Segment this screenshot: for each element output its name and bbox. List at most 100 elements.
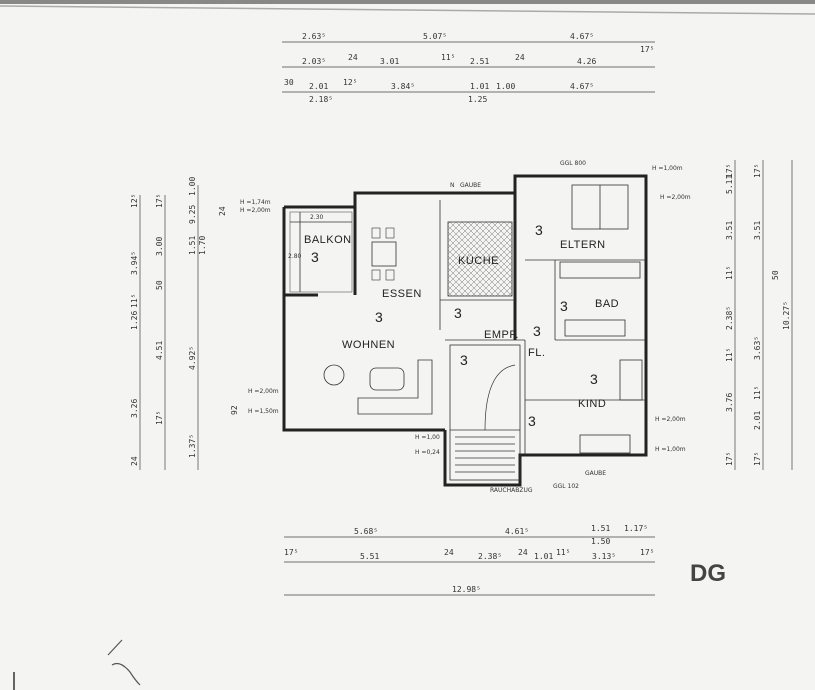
svg-text:H =2,00m: H =2,00m bbox=[660, 194, 691, 201]
svg-text:4.67⁵: 4.67⁵ bbox=[570, 82, 594, 91]
scan-edge bbox=[0, 0, 815, 4]
svg-text:3.26: 3.26 bbox=[130, 399, 139, 418]
svg-text:17⁵: 17⁵ bbox=[725, 452, 734, 466]
svg-text:3: 3 bbox=[375, 309, 383, 325]
svg-text:9.25: 9.25 bbox=[188, 205, 197, 224]
svg-text:3: 3 bbox=[560, 298, 568, 314]
svg-text:H =1,50m: H =1,50m bbox=[248, 408, 279, 415]
svg-text:1.01: 1.01 bbox=[534, 552, 553, 561]
svg-text:1.01: 1.01 bbox=[470, 82, 489, 91]
svg-text:12.98⁵: 12.98⁵ bbox=[452, 585, 481, 594]
svg-text:3.94⁵: 3.94⁵ bbox=[130, 251, 139, 275]
svg-text:12⁵: 12⁵ bbox=[343, 78, 357, 87]
room-label-essen: ESSEN bbox=[382, 288, 422, 300]
svg-text:17⁵: 17⁵ bbox=[155, 411, 164, 425]
svg-text:RAUCHABZUG: RAUCHABZUG bbox=[490, 487, 533, 494]
svg-text:50: 50 bbox=[155, 280, 164, 290]
svg-text:1.50: 1.50 bbox=[591, 537, 610, 546]
svg-text:3: 3 bbox=[311, 249, 319, 265]
svg-text:5.07⁵: 5.07⁵ bbox=[423, 32, 447, 41]
svg-text:3.63⁵: 3.63⁵ bbox=[753, 336, 762, 360]
svg-text:3: 3 bbox=[528, 413, 536, 429]
svg-text:H =1,00m: H =1,00m bbox=[652, 165, 683, 172]
sofa-icon bbox=[323, 359, 433, 415]
svg-text:11⁵: 11⁵ bbox=[130, 294, 139, 308]
svg-text:3: 3 bbox=[590, 371, 598, 387]
svg-text:4.51: 4.51 bbox=[155, 341, 164, 360]
svg-text:3: 3 bbox=[460, 352, 468, 368]
dining-table-icon bbox=[371, 227, 397, 281]
room-label-balkon: BALKON bbox=[304, 234, 352, 246]
svg-text:92: 92 bbox=[230, 405, 239, 415]
svg-text:2.18⁵: 2.18⁵ bbox=[309, 95, 333, 104]
svg-text:2.01: 2.01 bbox=[753, 411, 762, 430]
bathtub-icon bbox=[559, 261, 641, 337]
svg-text:11⁵: 11⁵ bbox=[753, 386, 762, 400]
svg-text:2.03⁵: 2.03⁵ bbox=[302, 57, 326, 66]
svg-text:1.00: 1.00 bbox=[188, 177, 197, 196]
svg-text:4.61⁵: 4.61⁵ bbox=[505, 527, 529, 536]
svg-text:24: 24 bbox=[348, 53, 358, 62]
svg-text:24: 24 bbox=[515, 53, 525, 62]
plan-notes: H =1,74m H =2,00m 2.30 2.80 GAUBE N GGL … bbox=[240, 160, 691, 494]
staircase-icon bbox=[449, 344, 521, 481]
svg-text:N: N bbox=[450, 182, 455, 189]
room-label-kueche: KÜCHE bbox=[458, 255, 499, 267]
svg-text:2.38⁵: 2.38⁵ bbox=[725, 306, 734, 330]
right-dimensions: 17⁵ 5.11 3.51 11⁵ 2.38⁵ 11⁵ 3.76 17⁵ 17⁵… bbox=[725, 160, 793, 470]
kind-furniture-icon bbox=[579, 359, 643, 454]
floor-label-dg: DG bbox=[690, 560, 726, 587]
svg-text:4.92⁵: 4.92⁵ bbox=[188, 346, 197, 370]
room-numbers: 3 3 3 3 3 3 3 3 3 bbox=[311, 222, 598, 429]
svg-text:24: 24 bbox=[218, 206, 227, 216]
svg-text:2.01: 2.01 bbox=[309, 82, 328, 91]
room-label-fl: FL. bbox=[528, 347, 545, 359]
svg-text:5.68⁵: 5.68⁵ bbox=[354, 527, 378, 536]
svg-text:3.01: 3.01 bbox=[380, 57, 399, 66]
svg-text:H =1,74m: H =1,74m bbox=[240, 199, 271, 206]
svg-text:H =2,00m: H =2,00m bbox=[248, 388, 279, 395]
svg-text:GGL 800: GGL 800 bbox=[560, 160, 586, 167]
svg-text:11⁵: 11⁵ bbox=[725, 266, 734, 280]
svg-text:1.37⁵: 1.37⁵ bbox=[188, 434, 197, 458]
svg-text:17⁵: 17⁵ bbox=[284, 548, 298, 557]
room-label-kind: KIND bbox=[578, 398, 606, 410]
svg-text:2.63⁵: 2.63⁵ bbox=[302, 32, 326, 41]
bottom-dimensions: 5.68⁵ 4.61⁵ 1.51 1.17⁵ 1.50 17⁵ 5.51 24 … bbox=[284, 524, 655, 596]
svg-text:GAUBE: GAUBE bbox=[585, 470, 606, 477]
room-label-bad: BAD bbox=[595, 298, 619, 310]
svg-text:2.51: 2.51 bbox=[470, 57, 489, 66]
top-dimensions: 2.63⁵ 5.07⁵ 4.67⁵ 2.03⁵ 24 3.01 11⁵ 2.51… bbox=[282, 32, 655, 104]
svg-text:11⁵: 11⁵ bbox=[725, 348, 734, 362]
svg-text:17⁵: 17⁵ bbox=[753, 452, 762, 466]
svg-text:10.27⁵: 10.27⁵ bbox=[782, 301, 791, 330]
svg-text:H =0,24: H =0,24 bbox=[415, 449, 440, 456]
svg-text:2.80: 2.80 bbox=[288, 253, 302, 260]
svg-text:24: 24 bbox=[444, 548, 454, 557]
svg-text:1.17⁵: 1.17⁵ bbox=[624, 524, 648, 533]
svg-text:11⁵: 11⁵ bbox=[441, 53, 455, 62]
svg-text:H =2,00m: H =2,00m bbox=[655, 416, 686, 423]
left-dimensions: 12⁵ 3.94⁵ 1.26 11⁵ 3.26 24 17⁵ 3.00 50 4… bbox=[130, 177, 239, 470]
svg-text:3.76: 3.76 bbox=[725, 393, 734, 412]
svg-text:H =2,00m: H =2,00m bbox=[240, 207, 271, 214]
svg-text:3.13⁵: 3.13⁵ bbox=[592, 552, 616, 561]
svg-text:50: 50 bbox=[771, 270, 780, 280]
svg-text:1.51: 1.51 bbox=[188, 236, 197, 255]
svg-text:GGL 102: GGL 102 bbox=[553, 483, 579, 490]
room-label-wohnen: WOHNEN bbox=[342, 339, 395, 351]
svg-text:3: 3 bbox=[535, 222, 543, 238]
svg-text:17⁵: 17⁵ bbox=[640, 45, 654, 54]
svg-text:2.30: 2.30 bbox=[310, 214, 324, 221]
svg-text:3.51: 3.51 bbox=[725, 221, 734, 240]
scan-edge-line bbox=[0, 5, 815, 15]
room-label-empf: EMPF. bbox=[484, 329, 519, 341]
svg-text:1.00: 1.00 bbox=[496, 82, 515, 91]
room-label-eltern: ELTERN bbox=[560, 239, 606, 251]
room-labels: BALKON ESSEN KÜCHE WOHNEN EMPF. FL. ELTE… bbox=[304, 234, 619, 410]
svg-text:17⁵: 17⁵ bbox=[753, 164, 762, 178]
svg-text:5.11: 5.11 bbox=[725, 175, 734, 194]
svg-text:H =1,00m: H =1,00m bbox=[655, 446, 686, 453]
svg-text:4.26: 4.26 bbox=[577, 57, 596, 66]
